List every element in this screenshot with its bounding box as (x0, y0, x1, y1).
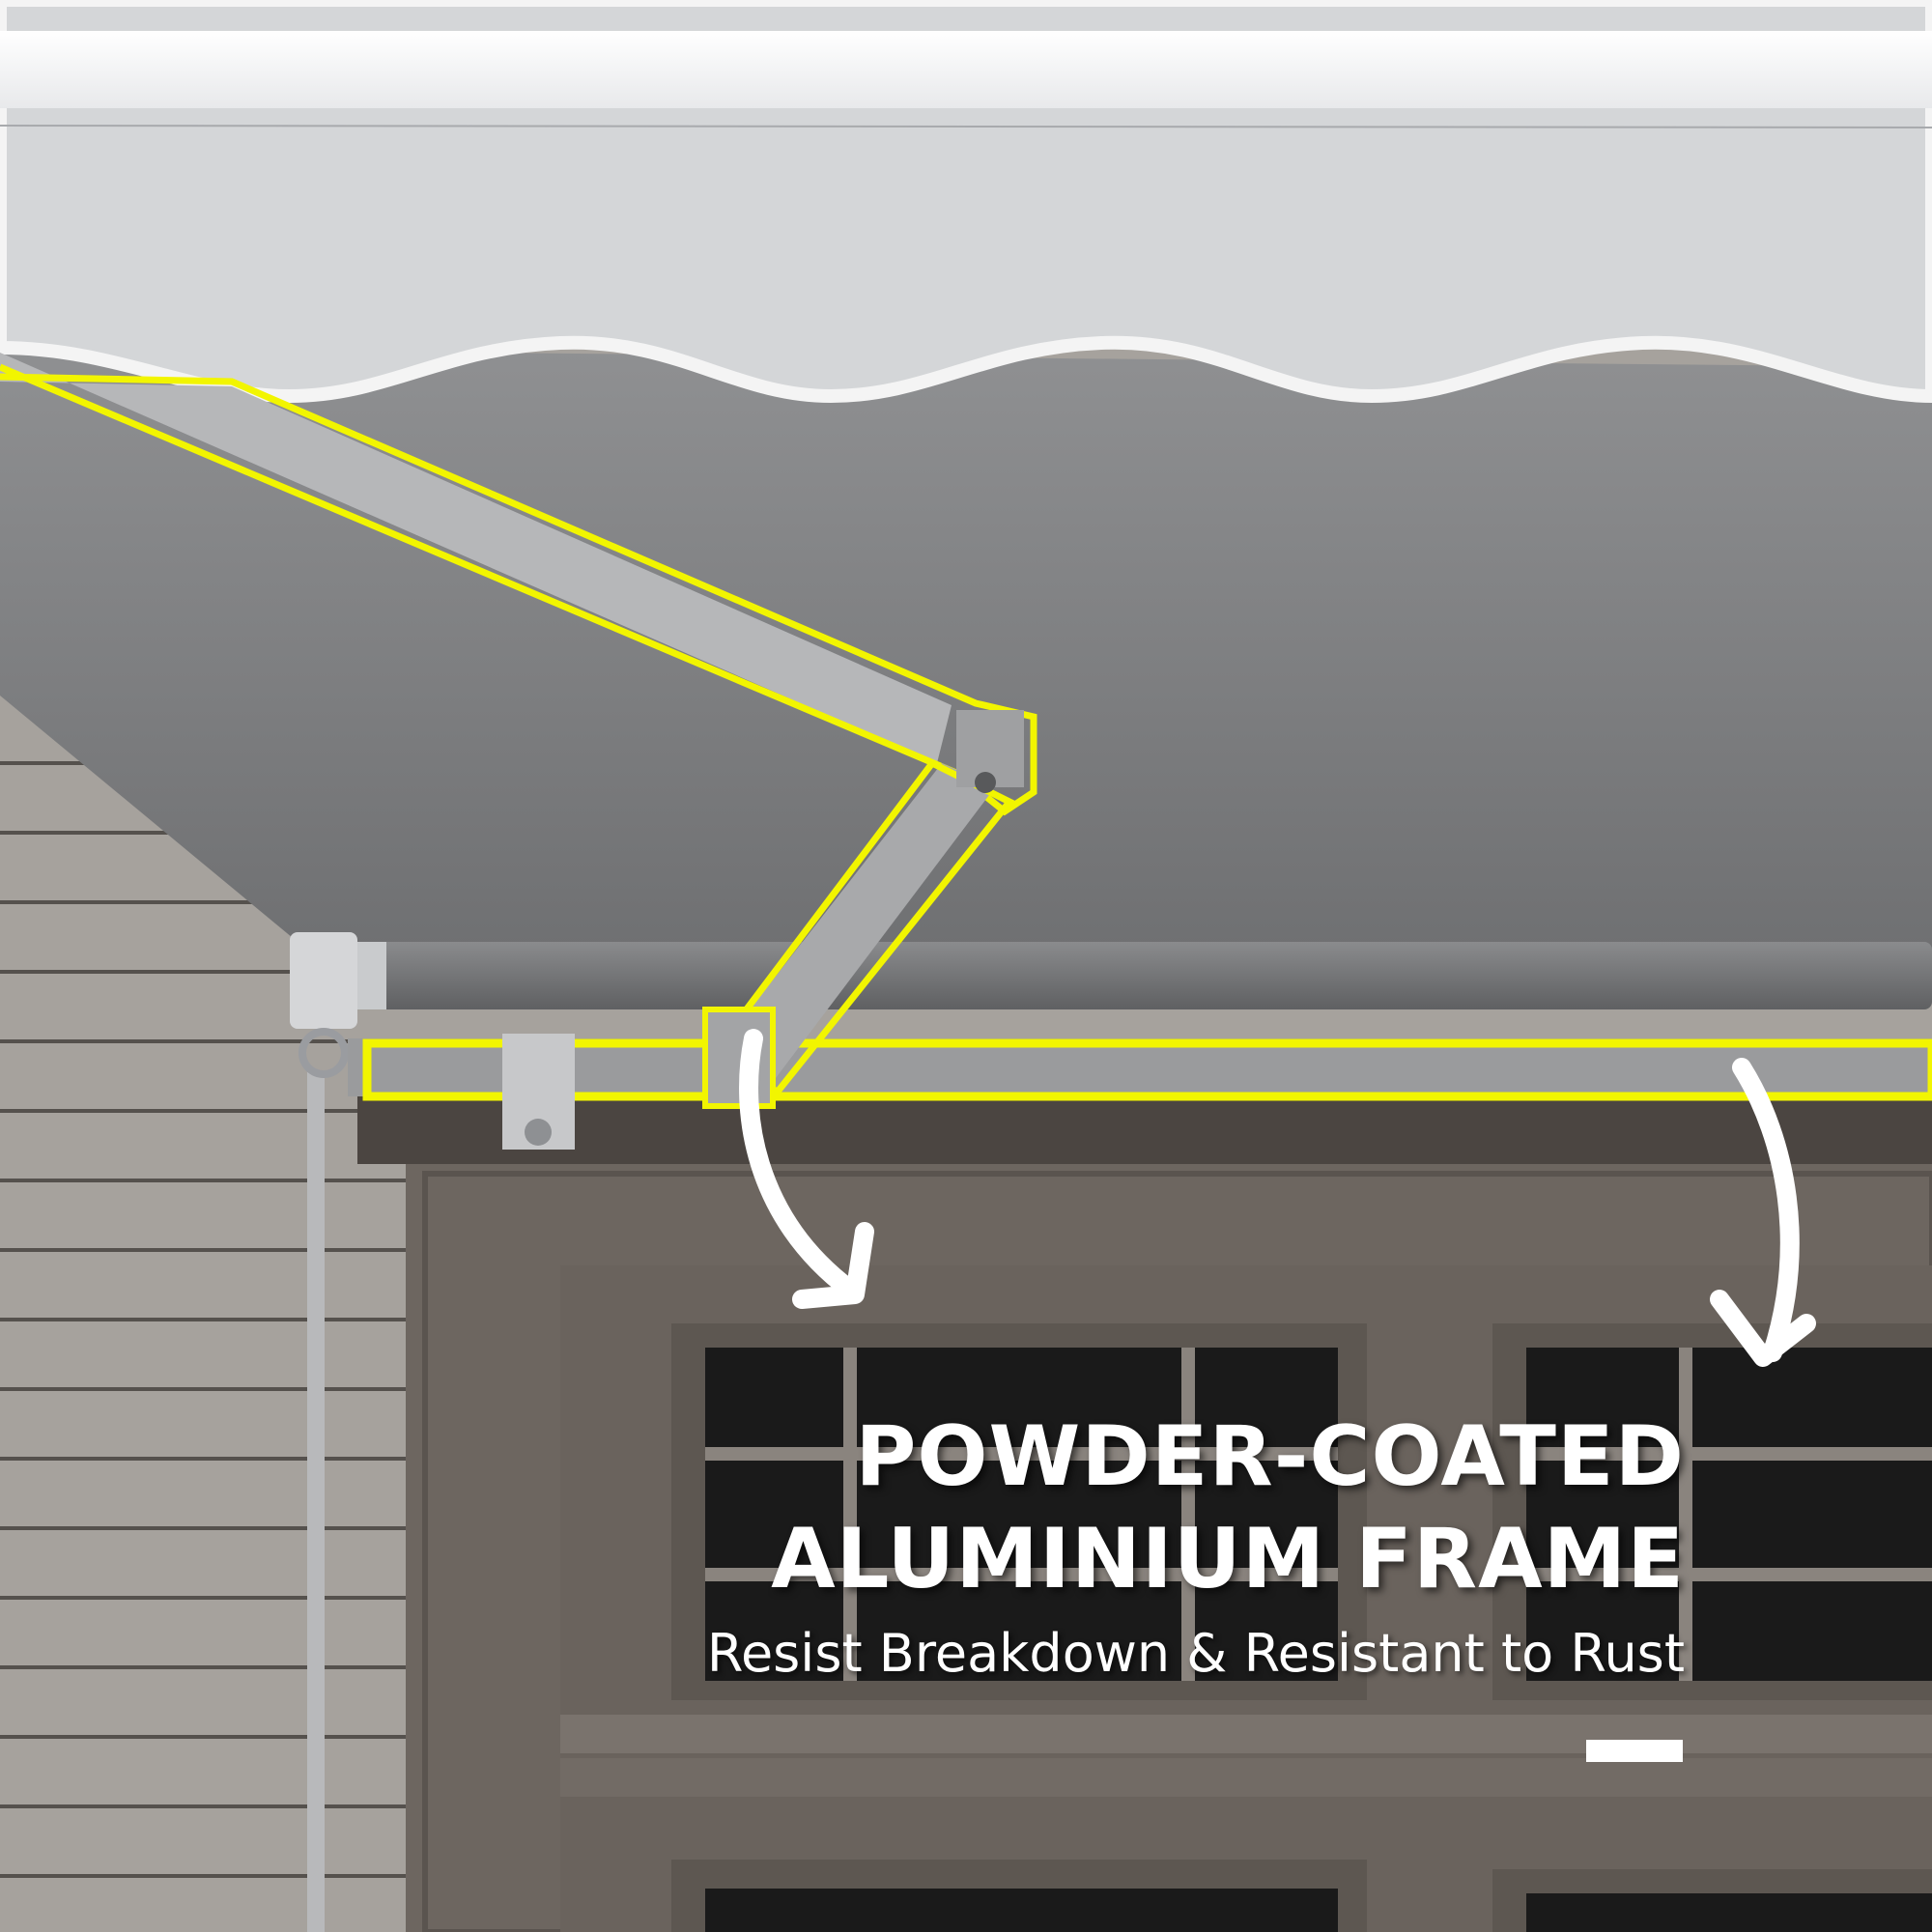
crank-rod (307, 1072, 325, 1932)
folding-arm-lower (720, 763, 995, 1082)
shoulder-joint (702, 1007, 776, 1109)
feature-headline: POWDER-COATED ALUMINIUM FRAME (771, 1406, 1685, 1610)
accent-bar (1586, 1740, 1683, 1762)
end-bracket (290, 932, 357, 1029)
folding-arm-upper (0, 353, 952, 763)
front-bar (348, 1038, 1932, 1096)
headline-line-2: ALUMINIUM FRAME (771, 1511, 1685, 1607)
feature-subheadline: Resist Breakdown & Resistant to Rust (706, 1623, 1685, 1684)
arrow-down-curved-icon (1710, 1058, 1816, 1367)
arrow-down-curved-icon (739, 1029, 874, 1309)
roller-tube (377, 942, 1932, 1009)
cassette-housing (0, 31, 1932, 108)
headline-line-1: POWDER-COATED (855, 1408, 1685, 1505)
